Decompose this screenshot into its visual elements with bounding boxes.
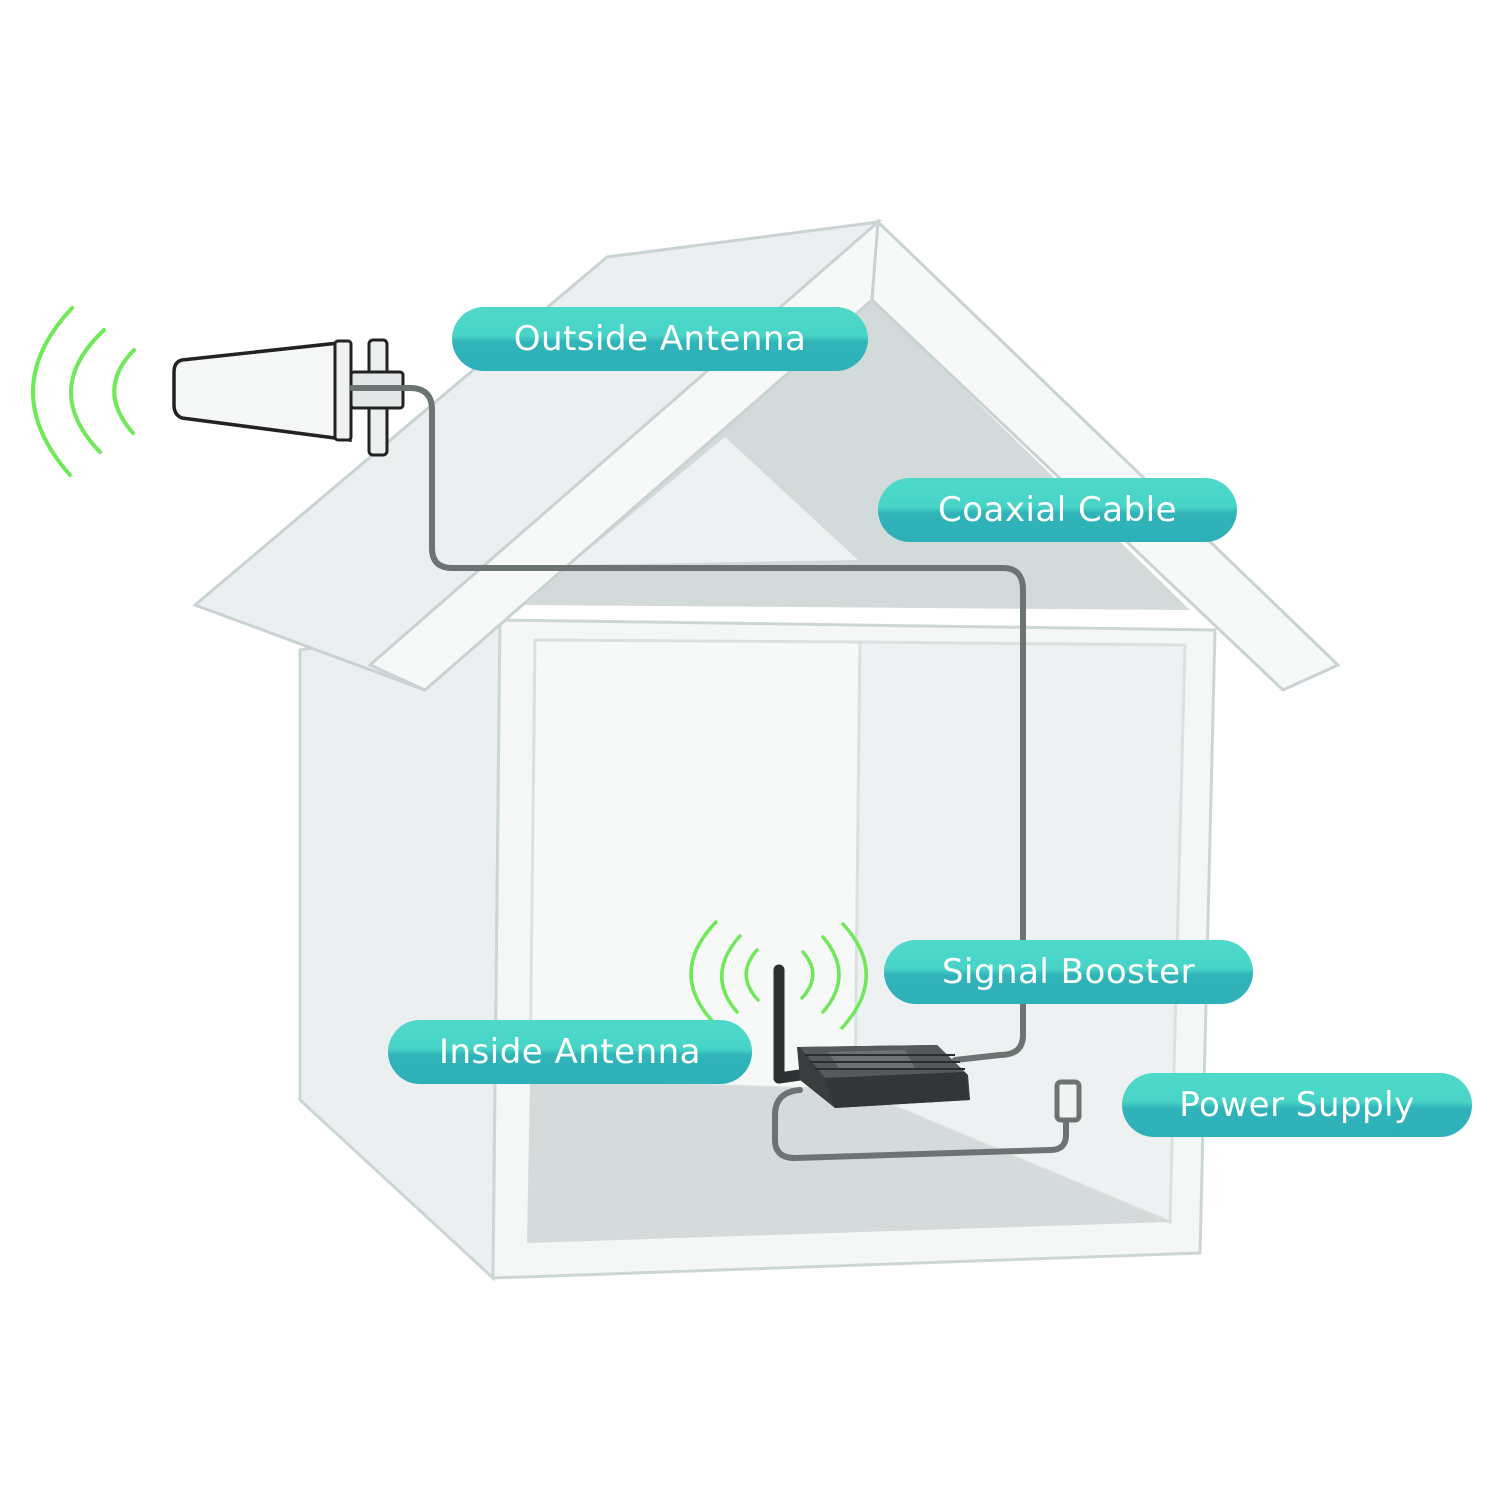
attic-light bbox=[570, 437, 858, 565]
label-power-supply: Power Supply bbox=[1122, 1073, 1472, 1137]
house-side-wall bbox=[298, 618, 502, 1282]
outside-antenna-icon bbox=[172, 338, 405, 457]
label-inside-antenna: Inside Antenna bbox=[388, 1020, 752, 1084]
label-signal-booster: Signal Booster bbox=[884, 940, 1253, 1004]
room-floor bbox=[527, 1080, 1170, 1243]
power-supply-icon bbox=[1054, 1079, 1082, 1123]
power-cable bbox=[772, 1087, 1069, 1162]
signal-booster-icon bbox=[773, 964, 970, 1108]
label-coaxial-cable: Coaxial Cable bbox=[878, 478, 1237, 542]
outside-signal-waves-icon bbox=[31, 306, 136, 477]
inside-signal-waves-icon bbox=[689, 920, 868, 1030]
coaxial-cable bbox=[349, 385, 1026, 1063]
label-outside-antenna: Outside Antenna bbox=[452, 307, 868, 371]
